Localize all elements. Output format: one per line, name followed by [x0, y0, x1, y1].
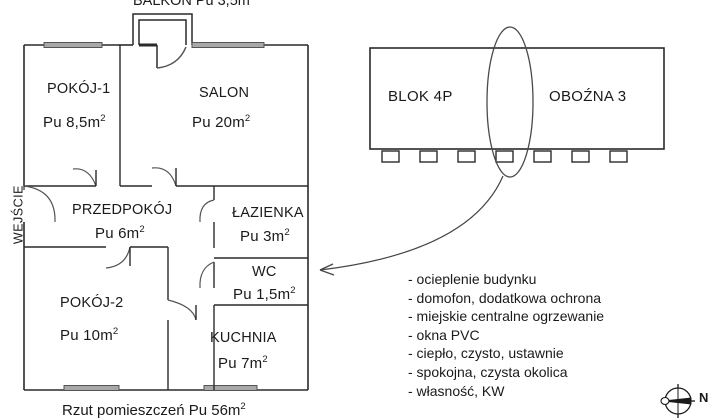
floorplan-interior-walls [24, 45, 308, 390]
door-swings [23, 167, 215, 321]
feature-item: - ciepło, czysto, ustawnie [408, 345, 564, 362]
building-highlight-ellipse [486, 26, 534, 178]
feature-item: - miejskie centralne ogrzewanie [408, 308, 605, 325]
room-label-lazienka: ŁAZIENKA [232, 205, 304, 221]
window-pokoj1 [43, 42, 103, 48]
compass-north-label: N [699, 390, 709, 405]
entrance-label: WEJŚCIE [11, 185, 26, 245]
room-label-pokoj-2: POKÓJ-2 [60, 295, 124, 311]
room-area-lazienka: Pu 3m2 [240, 227, 290, 245]
building-street-label: OBOŹNA 3 [549, 88, 627, 105]
room-area-pokoj-2: Pu 10m2 [60, 326, 119, 344]
room-label-wc: WC [252, 264, 277, 280]
callout-arrow [319, 175, 504, 276]
floorplan-caption: Rzut pomieszczeń Pu 56m2 [62, 401, 246, 419]
room-area-przedpokoj: Pu 6m2 [95, 224, 145, 242]
room-area-pokoj-1: Pu 8,5m2 [43, 113, 106, 131]
windows [43, 42, 265, 391]
building-basement-windows [381, 150, 628, 163]
room-area-wc: Pu 1,5m2 [233, 285, 296, 303]
room-label-przedpokoj: PRZEDPOKÓJ [72, 202, 173, 218]
features-list: - ocieplenie budynku - domofon, dodatkow… [408, 270, 604, 400]
room-label-kuchnia: KUCHNIA [210, 330, 277, 346]
feature-item: - okna PVC [408, 326, 480, 343]
room-label-pokoj-1: POKÓJ-1 [47, 81, 111, 97]
compass-rose [660, 384, 695, 418]
feature-item: - ocieplenie budynku [408, 271, 537, 287]
window-kuchnia [203, 385, 258, 391]
building-block-label: BLOK 4P [388, 88, 453, 105]
room-area-salon: Pu 20m2 [192, 113, 251, 131]
entrance-door-swing [23, 185, 56, 223]
building-body [369, 47, 665, 150]
room-area-kuchnia: Pu 7m2 [218, 354, 268, 372]
room-label-salon: SALON [199, 85, 250, 101]
balcony-outline [132, 13, 193, 45]
building-block-diagram [369, 26, 665, 178]
window-pokoj2 [63, 385, 120, 391]
feature-item: - spokojna, czysta okolica [408, 363, 568, 380]
balcony-title: BALKON Pu 3,5m2 [133, 0, 255, 9]
balcony-door [139, 43, 187, 69]
feature-item: - własność, KW [408, 382, 505, 399]
feature-item: - domofon, dodatkowa ochrona [408, 289, 602, 306]
window-salon [191, 42, 265, 48]
